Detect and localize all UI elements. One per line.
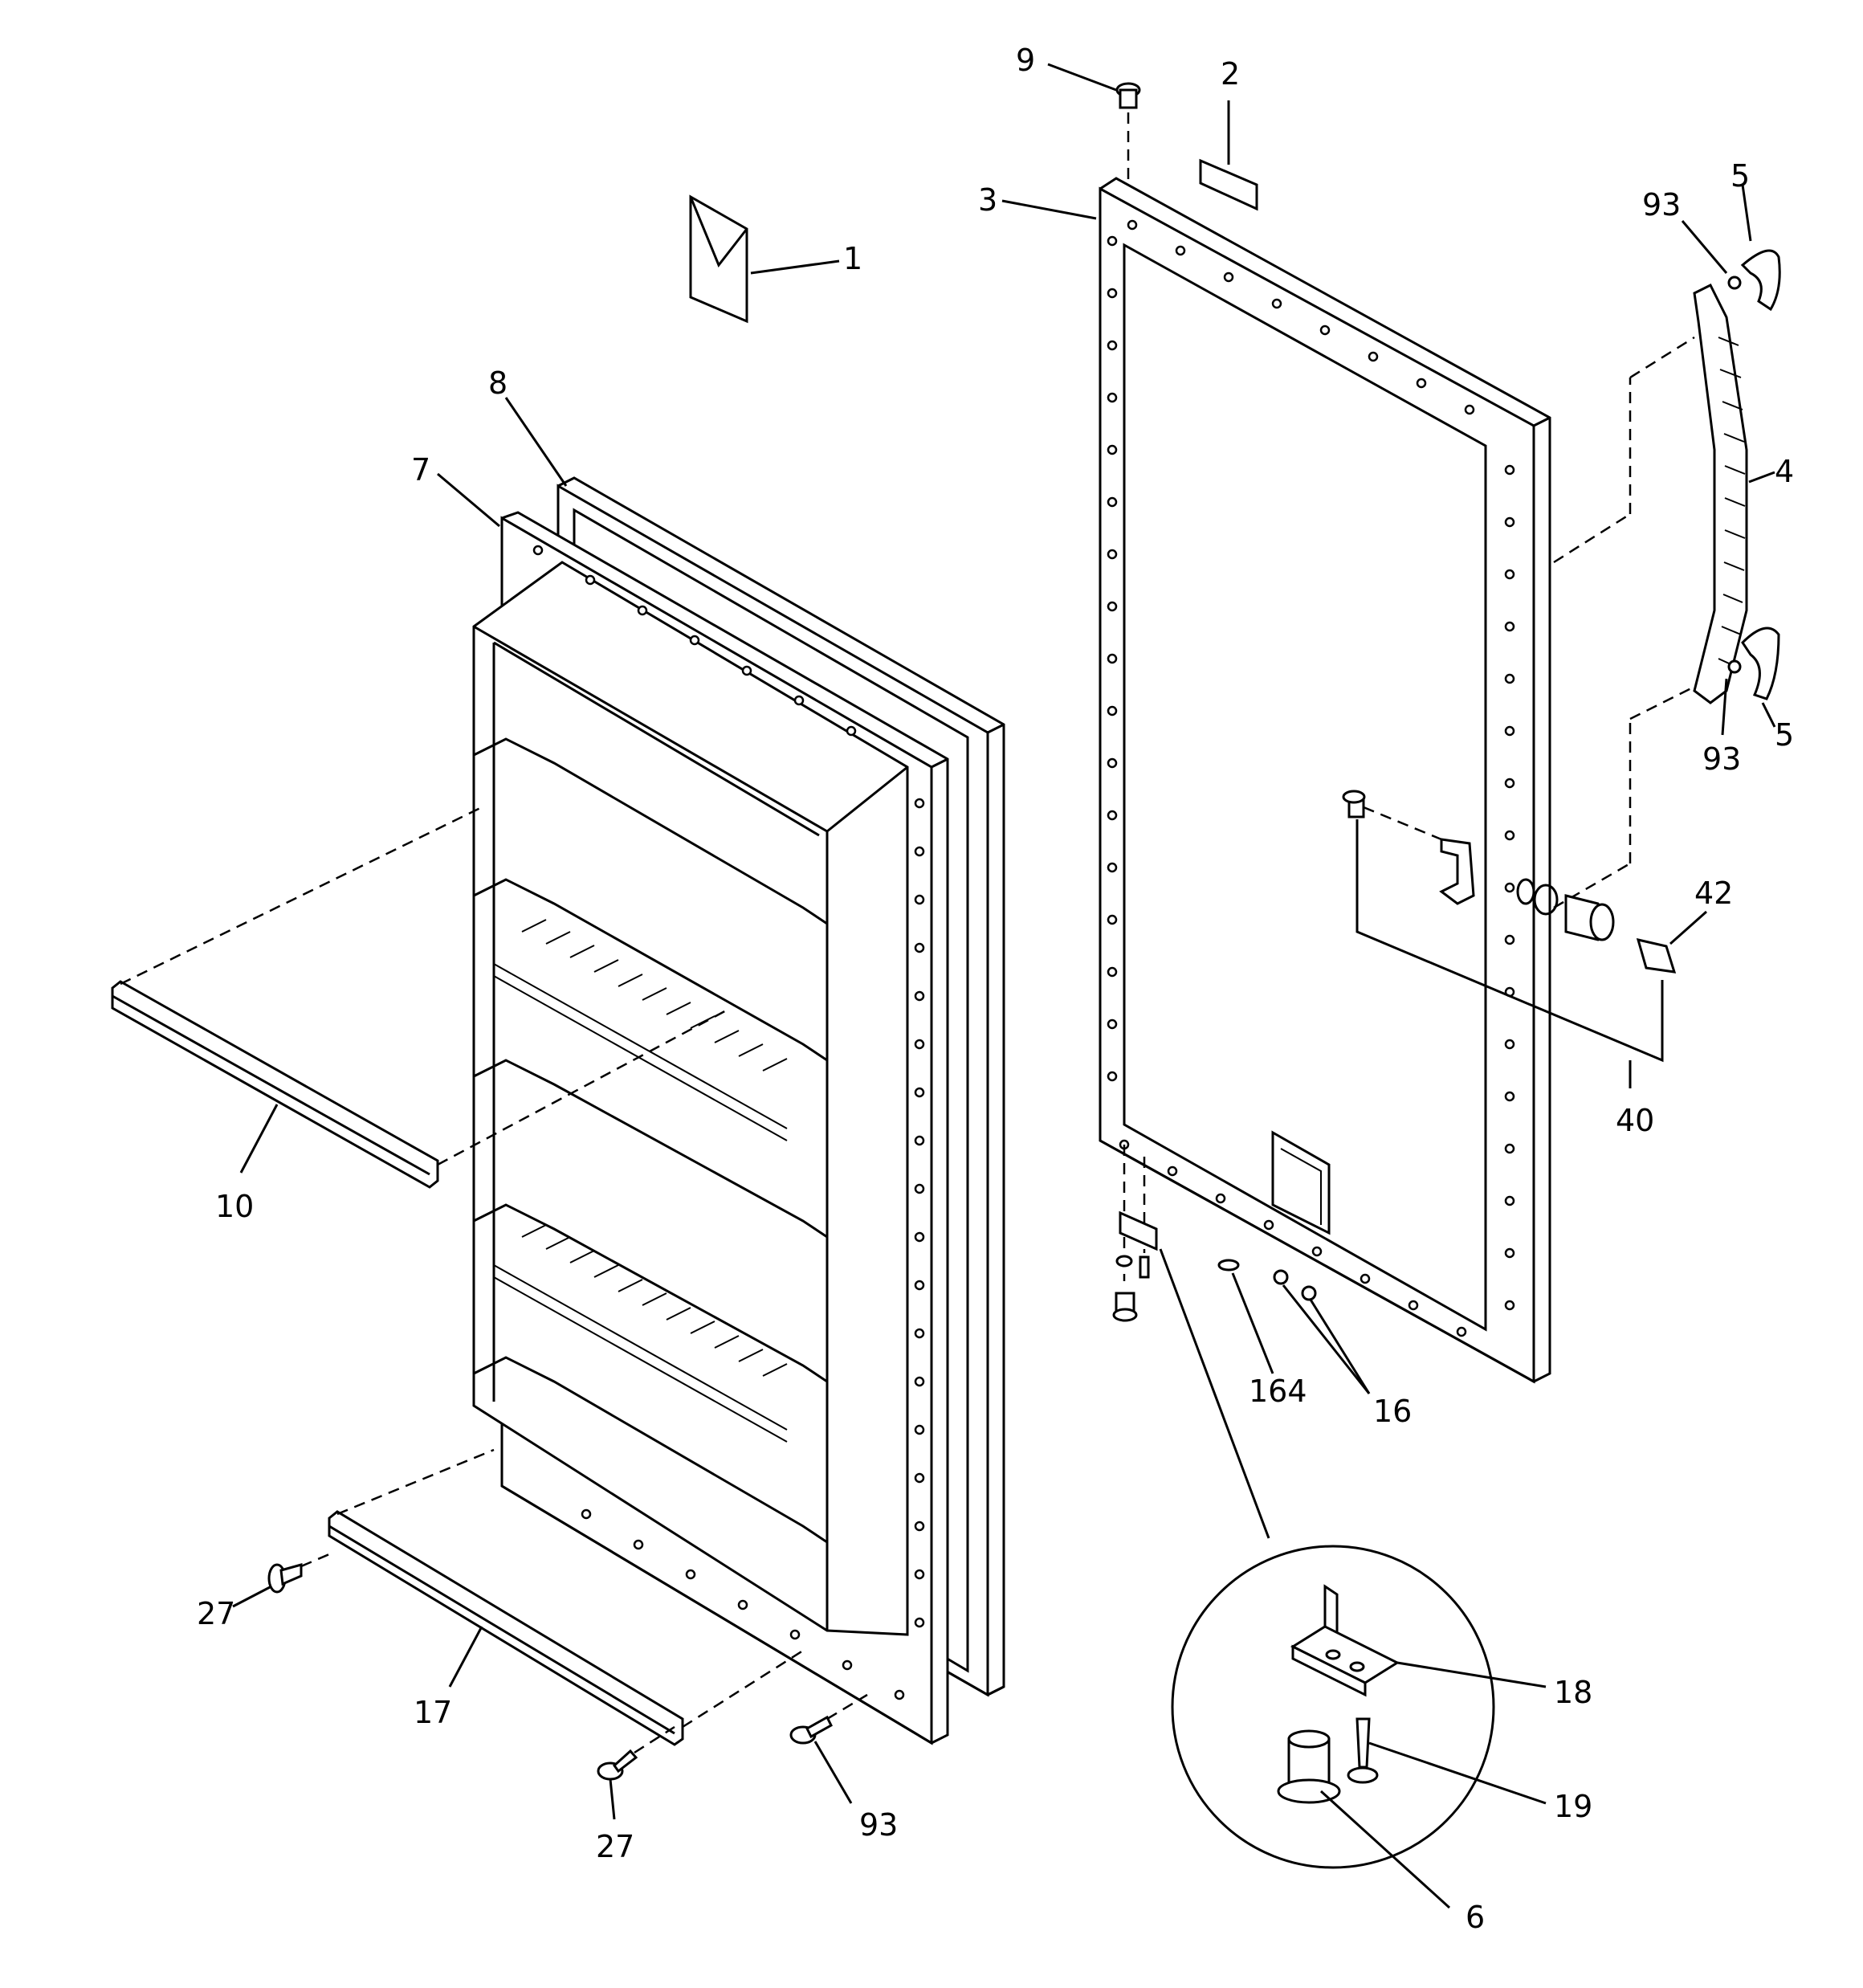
callout-8: 8 [488, 365, 508, 401]
callout-2: 2 [1221, 56, 1240, 92]
part-9-hinge-pin-top [1047, 63, 1141, 189]
part-42-lock-key [1636, 910, 1707, 974]
liner-bolt-holes [532, 545, 925, 1700]
part-7-inner-door-liner [437, 472, 949, 1745]
part-93-handle-screw-top [1681, 220, 1742, 290]
part-18-hinge-bracket [1290, 1584, 1547, 1697]
callout-16: 16 [1373, 1394, 1412, 1429]
callout-27-bottom: 27 [596, 1829, 634, 1864]
part-5-handle-end-cap-top [1740, 184, 1781, 312]
callout-42: 42 [1694, 876, 1733, 911]
part-10-shelf-rail [111, 806, 732, 1189]
liner-shelves [473, 737, 828, 1544]
callout-40: 40 [1616, 1103, 1654, 1138]
callout-19: 19 [1554, 1789, 1592, 1824]
hinge-detail-circle [1171, 1545, 1547, 1909]
callout-6: 6 [1466, 1900, 1485, 1935]
callout-93-top: 93 [1642, 187, 1681, 222]
callout-1: 1 [843, 241, 862, 276]
callout-93-liner: 93 [859, 1807, 898, 1843]
callout-4: 4 [1775, 454, 1794, 489]
callout-164: 164 [1249, 1374, 1307, 1409]
callout-3: 3 [978, 182, 997, 218]
callout-5-top: 5 [1731, 158, 1750, 194]
part-27-fastener-left [232, 1553, 330, 1608]
part-40-lock-assembly [1342, 790, 1664, 1088]
callout-17: 17 [414, 1695, 452, 1730]
callout-7: 7 [411, 452, 430, 488]
part-19-screw [1347, 1717, 1547, 1805]
callout-18: 18 [1554, 1675, 1592, 1710]
part-2-label [1199, 100, 1258, 211]
part-27-fastener-bottom [597, 1725, 675, 1820]
part-4-door-handle [1553, 283, 1775, 909]
callout-labels: 1 2 3 4 5 5 6 7 8 9 10 16 17 18 19 27 27… [197, 43, 1794, 1935]
part-93-liner-screw [789, 1693, 868, 1804]
shelf-grille-lower [521, 1224, 788, 1377]
bottom-hinge-hardware [1112, 1145, 1371, 1539]
part-3-outer-door-panel [1001, 177, 1551, 1384]
callout-10: 10 [215, 1189, 254, 1224]
part-5-handle-end-cap-bottom [1741, 627, 1780, 728]
callout-27-left: 27 [197, 1596, 235, 1631]
part-17-lower-rail [328, 1448, 804, 1746]
panel-bolt-holes [1107, 219, 1515, 1337]
part-93-handle-screw-bottom [1721, 659, 1742, 736]
part-6-hinge-pin-bottom [1277, 1729, 1451, 1909]
callout-93-handle-bottom: 93 [1702, 741, 1741, 777]
callout-9: 9 [1016, 43, 1035, 78]
part-1-literature-envelope [689, 194, 840, 324]
callout-5-bottom: 5 [1775, 717, 1794, 753]
